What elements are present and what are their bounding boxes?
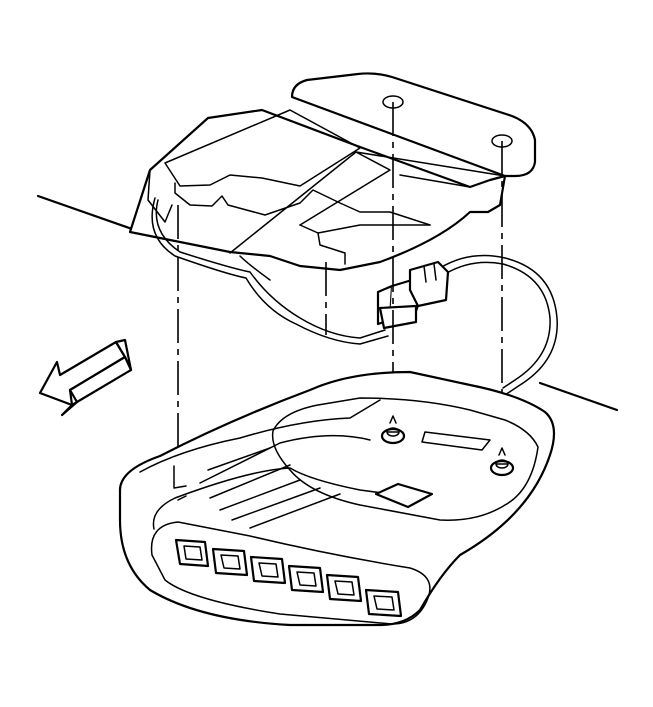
retaining-screw-left xyxy=(380,415,406,445)
retaining-screw-right xyxy=(489,447,515,477)
front-of-vehicle-arrow xyxy=(38,338,133,417)
console-switch-6 xyxy=(364,588,403,618)
retaining-screws xyxy=(380,415,515,477)
console-switch-4 xyxy=(287,564,325,594)
console-switch-5 xyxy=(325,573,363,603)
harness-connector xyxy=(376,260,450,330)
console-lens-window xyxy=(374,482,434,509)
electrical-harness xyxy=(151,197,558,396)
overhead-console-mounting-bracket xyxy=(128,72,537,272)
alignment-lines xyxy=(177,102,503,500)
console-switch-2 xyxy=(211,547,249,577)
console-switch-1 xyxy=(174,538,210,568)
console-switch-panel xyxy=(150,521,431,625)
console-switch-3 xyxy=(249,555,287,585)
roof-headliner xyxy=(36,194,619,412)
